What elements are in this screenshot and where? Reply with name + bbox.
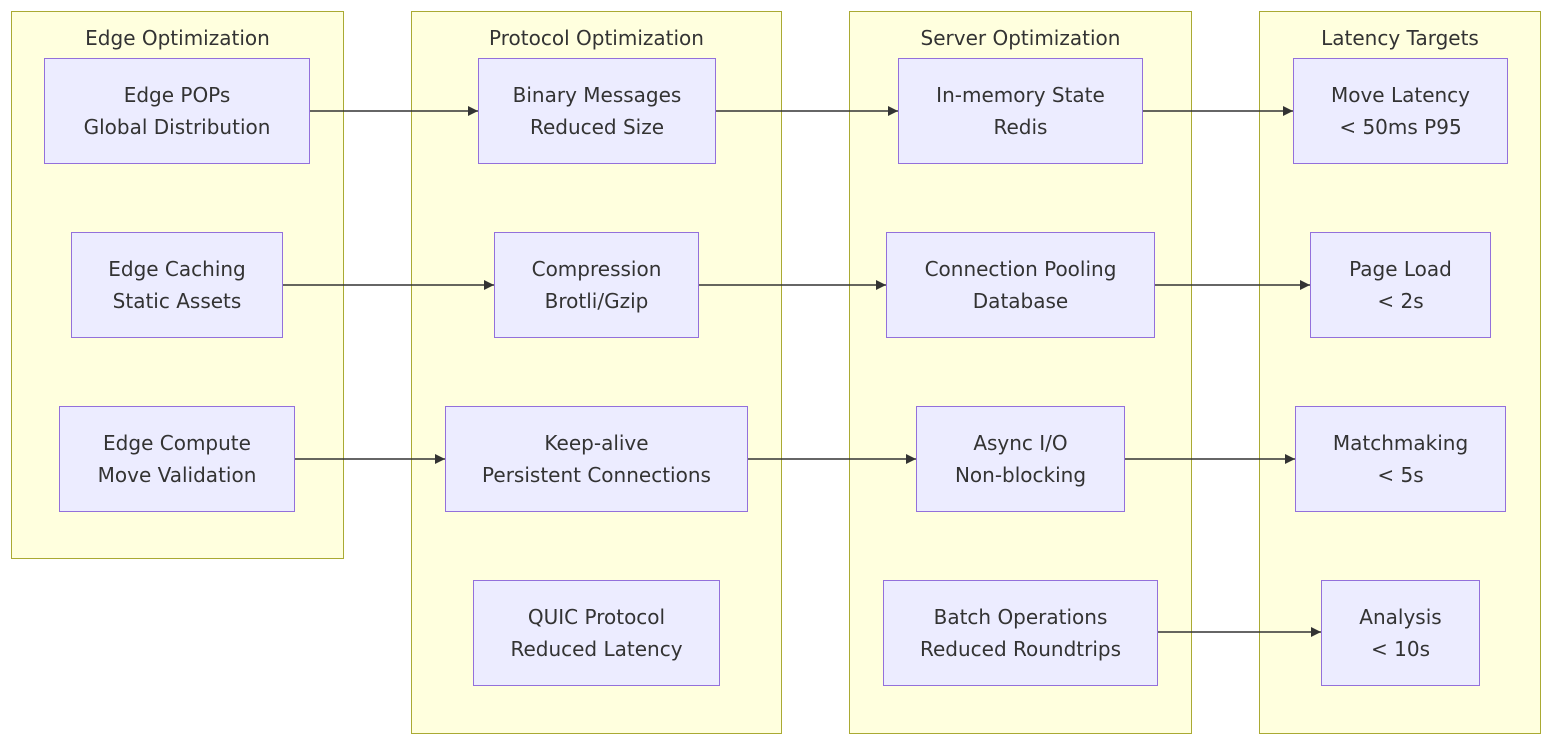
node-label-line2: Reduced Roundtrips bbox=[919, 637, 1122, 661]
node-label-line2: < 5s bbox=[1377, 463, 1424, 487]
group-title: Edge Optimization bbox=[85, 26, 270, 50]
node-label-line1: Page Load bbox=[1349, 257, 1452, 281]
node-label-line1: In-memory State bbox=[936, 83, 1105, 107]
node-label-line2: Redis bbox=[993, 115, 1048, 139]
node-label-line2: Database bbox=[972, 289, 1069, 313]
node-async-io[interactable]: Async I/O Non-blocking bbox=[916, 406, 1125, 512]
node-batch-operations[interactable]: Batch Operations Reduced Roundtrips bbox=[883, 580, 1158, 686]
node-compression[interactable]: Compression Brotli/Gzip bbox=[494, 232, 699, 338]
node-label-line2: < 50ms P95 bbox=[1339, 115, 1462, 139]
node-label-line1: Batch Operations bbox=[933, 605, 1108, 629]
node-label-line2: Non-blocking bbox=[954, 463, 1087, 487]
node-in-memory-state[interactable]: In-memory State Redis bbox=[898, 58, 1143, 164]
node-matchmaking[interactable]: Matchmaking < 5s bbox=[1295, 406, 1506, 512]
node-label-line1: Connection Pooling bbox=[924, 257, 1117, 281]
node-label-line2: Global Distribution bbox=[83, 115, 271, 139]
node-label-line1: Edge Compute bbox=[103, 431, 251, 455]
node-label-line1: Edge Caching bbox=[108, 257, 246, 281]
node-label-line1: Edge POPs bbox=[123, 83, 231, 107]
node-label-line1: Matchmaking bbox=[1332, 431, 1469, 455]
node-edge-caching[interactable]: Edge Caching Static Assets bbox=[71, 232, 283, 338]
group-title: Server Optimization bbox=[920, 26, 1121, 50]
node-label-line2: Reduced Size bbox=[529, 115, 665, 139]
node-label-line2: Brotli/Gzip bbox=[544, 289, 649, 313]
node-label-line2: < 10s bbox=[1371, 637, 1430, 661]
node-analysis[interactable]: Analysis < 10s bbox=[1321, 580, 1480, 686]
node-label-line1: Compression bbox=[531, 257, 662, 281]
node-quic-protocol[interactable]: QUIC Protocol Reduced Latency bbox=[473, 580, 720, 686]
node-label-line1: QUIC Protocol bbox=[527, 605, 666, 629]
node-label-line1: Analysis bbox=[1359, 605, 1442, 629]
node-label-line2: < 2s bbox=[1377, 289, 1424, 313]
group-title: Protocol Optimization bbox=[489, 26, 704, 50]
node-label-line1: Move Latency bbox=[1330, 83, 1471, 107]
node-label-line2: Move Validation bbox=[97, 463, 257, 487]
node-label-line1: Async I/O bbox=[973, 431, 1068, 455]
node-page-load[interactable]: Page Load < 2s bbox=[1310, 232, 1491, 338]
group-title: Latency Targets bbox=[1321, 26, 1479, 50]
node-label-line2: Persistent Connections bbox=[482, 463, 711, 487]
node-edge-compute[interactable]: Edge Compute Move Validation bbox=[59, 406, 295, 512]
node-move-latency[interactable]: Move Latency < 50ms P95 bbox=[1293, 58, 1508, 164]
node-edge-pops[interactable]: Edge POPs Global Distribution bbox=[44, 58, 310, 164]
node-binary-messages[interactable]: Binary Messages Reduced Size bbox=[478, 58, 716, 164]
node-label-line2: Static Assets bbox=[112, 289, 242, 313]
node-label-line1: Keep-alive bbox=[544, 431, 649, 455]
node-connection-pooling[interactable]: Connection Pooling Database bbox=[886, 232, 1155, 338]
node-keep-alive[interactable]: Keep-alive Persistent Connections bbox=[445, 406, 748, 512]
node-label-line1: Binary Messages bbox=[512, 83, 682, 107]
node-label-line2: Reduced Latency bbox=[510, 637, 683, 661]
